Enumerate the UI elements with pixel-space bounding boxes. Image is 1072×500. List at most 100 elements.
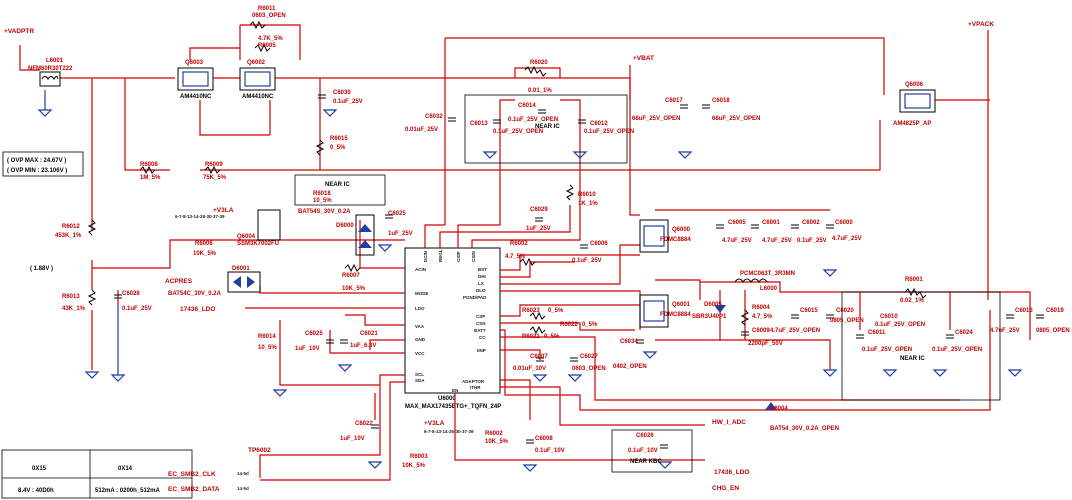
- l6000-label: L6000: [760, 286, 778, 292]
- region-boxes: [1, 94, 1001, 499]
- adaptor-label: ADAPTOR: [462, 379, 485, 384]
- q6003-label: Q6003: [185, 60, 204, 66]
- c6008-label: C6008: [535, 436, 553, 442]
- c6017-label: C6017: [665, 98, 683, 104]
- c6010-label: C6010: [880, 314, 898, 320]
- pgnd-label: PGND/PAD: [463, 295, 487, 300]
- c6024-label: C6024: [955, 330, 973, 336]
- r6021-label: R6021: [522, 334, 540, 340]
- net-ldo-right: 17436_LDO: [714, 469, 749, 476]
- q6006-label: Q6006: [905, 82, 924, 88]
- r6014-label: R6014: [258, 334, 276, 340]
- c6012-label: C6012: [590, 121, 608, 127]
- c6006-v-label: 0.1uF_25V: [572, 258, 602, 264]
- d6001a-label: BAT54S_30V_0.2A: [298, 209, 351, 215]
- net-vadptr: +VADPTR: [4, 28, 34, 35]
- r6020-v-label: 0.01_1%: [528, 88, 552, 94]
- scl-label: SCL: [415, 372, 424, 377]
- c6010-v-label: 0.1uF_25V_OPEN: [875, 322, 925, 328]
- d6000-label: D6000: [336, 223, 354, 229]
- c6016-v-label: 4.7uF_25V: [990, 328, 1020, 334]
- c6016-label: C6016: [1015, 308, 1033, 314]
- left-divider-wires: [91, 78, 405, 370]
- dcin-label: DCIN: [423, 251, 428, 262]
- r6002-label: R6002: [510, 241, 528, 247]
- r6009-label: R6009: [205, 162, 223, 168]
- ovp-min: ( OVP MIN : 23.106V ): [7, 168, 67, 174]
- c6011-label: C6011: [868, 330, 886, 336]
- net-acpres: ACPRES: [165, 278, 193, 285]
- c6027-v-label: 0603_OPEN: [572, 366, 606, 372]
- r6018-label: R6018: [313, 191, 331, 197]
- r6002-v-label: 4.7_5%: [505, 254, 526, 260]
- r6014-v-label: 10_5%: [258, 345, 277, 351]
- net-smb-port-2: 14-5d: [237, 486, 249, 491]
- r6022-label: R6022: [560, 322, 578, 328]
- q6003-v-label: AM4410NC: [180, 94, 212, 100]
- net-v3la-2: +V3LA: [424, 420, 445, 427]
- c6019-label: C6019: [1046, 308, 1064, 314]
- near-kbc: NEAR KBC: [630, 459, 662, 465]
- net-vpack: +VPACK: [968, 21, 994, 28]
- c6028-v-label: 0.1uF_25V: [122, 306, 152, 312]
- r6008-label: R6008: [140, 162, 158, 168]
- sda-label: SDA: [415, 378, 425, 383]
- r6010-v-label: 1K_1%: [578, 201, 598, 207]
- c6032-v-label: 0.01uF_25V: [405, 127, 438, 133]
- c6028-label: C6028: [122, 291, 140, 297]
- r6020-label: R6020: [530, 60, 548, 66]
- q6002-label: Q6002: [247, 60, 266, 66]
- d6005-v-label: SBR3U40P1: [692, 314, 727, 320]
- ldo-label: LDO: [415, 306, 425, 311]
- c6001-label: C6001: [762, 220, 780, 226]
- addr-v1: 8.4V : 40D0h: [18, 488, 54, 494]
- c6013-v-label: 0.1uF_25V_OPEN: [493, 129, 543, 135]
- c6005-v-label: 4.7uF_25V: [722, 238, 752, 244]
- q6006-v-label: AM4825P_AP: [893, 121, 931, 127]
- c6025-v-label: 1uF_10V: [295, 346, 320, 352]
- d6001-label: D6001: [232, 266, 250, 272]
- cc-label: CC: [479, 335, 486, 340]
- l6001-label: L6001: [46, 58, 64, 64]
- c6029-label: C6029: [530, 207, 548, 213]
- ground-symbols: [37, 90, 1023, 472]
- r6013-v-label: 43K_1%: [62, 306, 86, 312]
- c6015-v-label: 4.7uF_25V_OPEN: [770, 328, 820, 334]
- r6015-v-label: 0_5%: [330, 145, 346, 151]
- c6013-label: C6013: [470, 121, 488, 127]
- en-label: EN: [452, 388, 458, 393]
- r6009-v-label: 75K_5%: [203, 175, 227, 181]
- net-ldo-left: 17436_LDO: [180, 306, 215, 313]
- q6002-v-label: AM4410NC: [242, 94, 274, 100]
- r6011-v2-label: 4.7K_5%: [258, 36, 283, 42]
- d6004-label: D6004: [770, 406, 788, 412]
- annotations: ( OVP MAX : 24.67V ) ( OVP MIN : 23.106V…: [7, 124, 925, 494]
- c6008-v-label: 0.1uF_10V: [535, 448, 565, 454]
- u6000-value: MAX_MAX17435ETG+_TQFN_24P: [405, 404, 501, 410]
- r6001-v-label: 0.02_1%: [900, 298, 924, 304]
- r6002b-v-label: 10K_5%: [485, 439, 509, 445]
- gnd-label: GND: [415, 337, 426, 342]
- net-chg-en: CHG_EN: [712, 485, 739, 492]
- c6001-v-label: 4.7uF_25V: [762, 238, 792, 244]
- r6015-label: R6015: [330, 136, 348, 142]
- c6025a-label: C6025: [388, 211, 406, 217]
- r6003-label: R6003: [410, 454, 428, 460]
- c6002-label: C6002: [802, 220, 820, 226]
- c6021-label: C6021: [360, 331, 378, 337]
- r6022-v-label: 0_5%: [582, 322, 598, 328]
- r6005-label: R6005: [258, 43, 276, 49]
- r6012-v-label: 453K_1%: [55, 233, 82, 239]
- c6007-label: C6007: [530, 354, 548, 360]
- net-labels: +VADPTR +VBAT +VPACK +V3LA 6-7-8-13-14-2…: [4, 21, 994, 493]
- c6015-label: C6015: [800, 308, 818, 314]
- r6008-v-label: 1M_5%: [140, 175, 161, 181]
- c6022-v-label: 1uF_10V: [340, 436, 365, 442]
- net-v3la-1: +V3LA: [213, 207, 234, 214]
- regl-label: REGL: [438, 249, 443, 262]
- r6011-label: R6011: [258, 6, 276, 12]
- net-smb-port-1: 14-5d: [237, 471, 249, 476]
- net-hw-i-adc: HW_I_ADC: [712, 419, 746, 426]
- net-vbat: +VBAT: [633, 55, 654, 62]
- c6025a-v-label: 1uF_25V: [388, 231, 413, 237]
